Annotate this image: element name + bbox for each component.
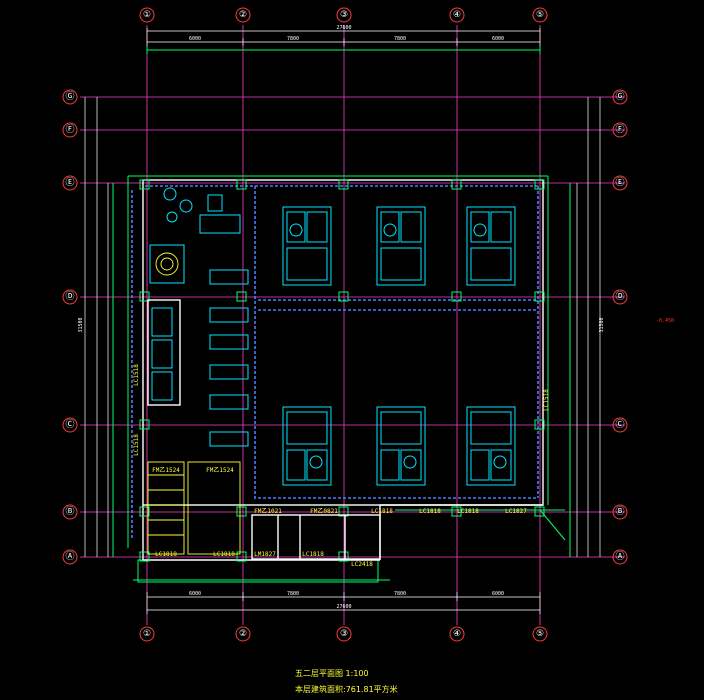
grid-bubble-bottom-1: ① (143, 629, 151, 639)
side-dimensions: 31500 31500 (78, 97, 605, 557)
grid-bubble-right-b: Ⓑ (615, 506, 624, 517)
right-grid-bubbles: Ⓐ Ⓑ Ⓒ Ⓓ Ⓔ Ⓕ Ⓖ (612, 89, 628, 565)
door-tag-fm2: FM乙1524 (206, 467, 234, 474)
grid-bubble-left-b: Ⓑ (65, 506, 74, 517)
grid-bubble-right-f: Ⓕ (615, 124, 624, 135)
grid-bubble-left-d: Ⓓ (65, 291, 74, 302)
door-tag-lc5: LC1818 (213, 551, 235, 558)
grid-bubble-top-2: ② (239, 10, 247, 20)
grid-bubble-bottom-5: ⑤ (536, 629, 544, 639)
grid-bubble-top-1: ① (143, 10, 151, 20)
top-dimensions: 6000 7800 7800 6000 27600 (146, 25, 541, 54)
grid-bubble-right-e: Ⓔ (615, 177, 624, 188)
dim-right-total: 31500 (599, 317, 605, 332)
door-tag-lc2: LC1818 (419, 508, 441, 515)
title-block: 五二层平面图 1:100 本层建筑面积:761.81平方米 (295, 669, 398, 694)
grid-bubble-right-c: Ⓒ (615, 419, 624, 430)
grid-bubble-top-3: ③ (340, 10, 348, 20)
door-tag-fm3: FM乙1021 (254, 508, 282, 515)
top-grid-bubbles: ① ② ③ ④ ⑤ (139, 7, 548, 23)
door-tag-fm1: FM乙1524 (152, 467, 180, 474)
dim-left-total: 31500 (78, 317, 84, 332)
grid-bubble-left-e: Ⓔ (65, 177, 74, 188)
door-tag-lc4: LC1818 (155, 551, 177, 558)
left-grid-bubbles: Ⓐ Ⓑ Ⓒ Ⓓ Ⓔ Ⓕ Ⓖ (62, 89, 78, 565)
dim-top-seg-2: 7800 (287, 36, 299, 42)
grid-bubble-top-4: ④ (453, 10, 461, 20)
dim-bottom-seg-4: 6000 (492, 591, 504, 597)
upper-fixture-groups (282, 206, 516, 286)
stair-block (147, 461, 381, 560)
door-tag-lm1: LM1827 (254, 551, 276, 558)
grid-bubble-bottom-3: ③ (340, 629, 348, 639)
axis-lines (80, 25, 625, 625)
door-tag-lc3: LC1818 (457, 508, 479, 515)
structural-columns (139, 179, 545, 562)
dim-bottom-seg-2: 7800 (287, 591, 299, 597)
top-left-equipment (147, 187, 249, 447)
dim-bottom-seg-1: 6000 (189, 591, 201, 597)
dim-bottom-seg-3: 7800 (394, 591, 406, 597)
door-tag-fm4: FM乙0821 (310, 508, 338, 515)
grid-bubble-bottom-4: ④ (453, 629, 461, 639)
door-tag-lc7: LC2418 (351, 561, 373, 568)
dim-bottom-total: 27600 (336, 604, 351, 610)
door-tag-lc1: LC1818 (371, 508, 393, 515)
plan-title: 五二层平面图 1:100 (295, 669, 369, 678)
plan-area-note: 本层建筑面积:761.81平方米 (295, 684, 398, 694)
door-tag-lc10: LC1518 (133, 434, 140, 456)
bottom-grid-bubbles: ① ② ③ ④ ⑤ (139, 626, 548, 642)
grid-bubble-left-g: Ⓖ (65, 91, 74, 102)
grid-bubble-top-5: ⑤ (536, 10, 544, 20)
dim-top-seg-1: 6000 (189, 36, 201, 42)
side-elevation-note: -0.450 (656, 318, 674, 324)
grid-bubble-bottom-2: ② (239, 629, 247, 639)
grid-bubble-right-d: Ⓓ (615, 291, 624, 302)
dim-top-total: 27600 (336, 25, 351, 31)
door-tag-lc6: LC1827 (505, 508, 527, 515)
door-tag-lc11: LC1518 (543, 389, 550, 411)
grid-bubble-left-a: Ⓐ (65, 551, 74, 562)
grid-bubble-right-g: Ⓖ (615, 91, 624, 102)
dim-top-seg-4: 6000 (492, 36, 504, 42)
door-tags: FM乙1524 FM乙1524 FM乙1021 FM乙0821 LC1818 L… (133, 364, 550, 568)
lower-fixture-groups (282, 406, 516, 486)
grid-bubble-left-f: Ⓕ (65, 124, 74, 135)
building-walls (127, 175, 566, 583)
grid-bubble-right-a: Ⓐ (615, 551, 624, 562)
dim-top-seg-3: 7800 (394, 36, 406, 42)
bottom-dimensions: 6000 7800 7800 6000 27600 (146, 591, 541, 614)
door-tag-lc8: LC1818 (302, 551, 324, 558)
partition-walls (131, 185, 540, 540)
grid-bubble-left-c: Ⓒ (65, 419, 74, 430)
door-tag-lc9: LC1518 (133, 364, 140, 386)
